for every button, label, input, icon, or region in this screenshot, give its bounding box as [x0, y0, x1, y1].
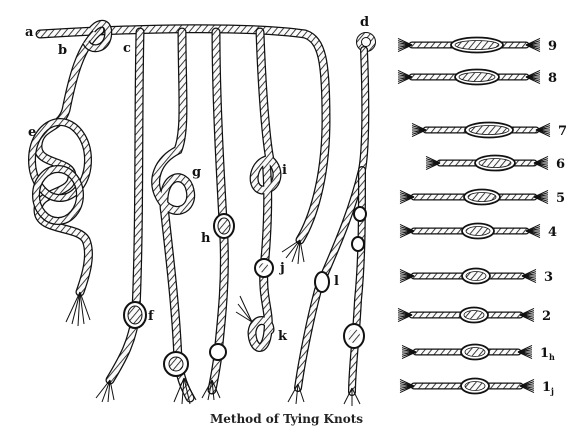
- knot-row-1h: 1h: [402, 345, 555, 363]
- rope-i-j-k: [236, 32, 277, 348]
- label-l: l: [334, 274, 339, 289]
- label-e: e: [28, 125, 36, 140]
- knot-label-4: 4: [548, 225, 557, 240]
- label-c: c: [123, 41, 131, 56]
- frayed-end-top-rope: [282, 240, 304, 264]
- rope-g-figure-eight: [156, 32, 196, 404]
- knot-row-9: 9: [398, 38, 557, 55]
- label-h: h: [201, 231, 211, 246]
- label-d: d: [360, 15, 369, 30]
- figure-caption: Method of Tying Knots: [0, 412, 573, 426]
- label-k: k: [278, 329, 288, 344]
- frayed-end-rope-e: [66, 292, 90, 326]
- knot-rows: 9 8 7 6 5 4 3 2 1h 1j: [398, 38, 567, 397]
- label-a: a: [25, 25, 34, 40]
- knot-label-7: 7: [558, 124, 567, 139]
- rope-b-coil-e: [32, 24, 108, 326]
- label-b: b: [58, 43, 67, 58]
- label-i: i: [282, 163, 287, 178]
- knot-row-5: 5: [400, 190, 565, 207]
- knot-row-7: 7: [412, 123, 567, 140]
- knot-row-4: 4: [400, 224, 557, 241]
- knot-label-2: 2: [542, 309, 551, 324]
- knot-label-1h: 1h: [540, 346, 555, 362]
- knot-label-9: 9: [548, 39, 557, 54]
- label-j: j: [279, 261, 285, 276]
- knot-row-6: 6: [426, 156, 565, 173]
- frayed-end-rope-k: [236, 296, 252, 322]
- rope-h: [202, 32, 234, 400]
- knot-label-8: 8: [548, 71, 557, 86]
- knot-label-3: 3: [544, 270, 553, 285]
- rope-c-knot-f: [96, 32, 146, 402]
- label-g: g: [192, 165, 201, 180]
- knot-row-2: 2: [398, 308, 551, 325]
- rope-d-l: [288, 35, 373, 406]
- knot-label-1j: 1j: [542, 380, 554, 396]
- knot-label-5: 5: [556, 191, 565, 206]
- knot-label-6: 6: [556, 157, 565, 172]
- knot-row-8: 8: [398, 70, 557, 87]
- label-f: f: [148, 309, 155, 324]
- knot-row-3: 3: [400, 269, 553, 286]
- knot-row-1j: 1j: [400, 379, 554, 397]
